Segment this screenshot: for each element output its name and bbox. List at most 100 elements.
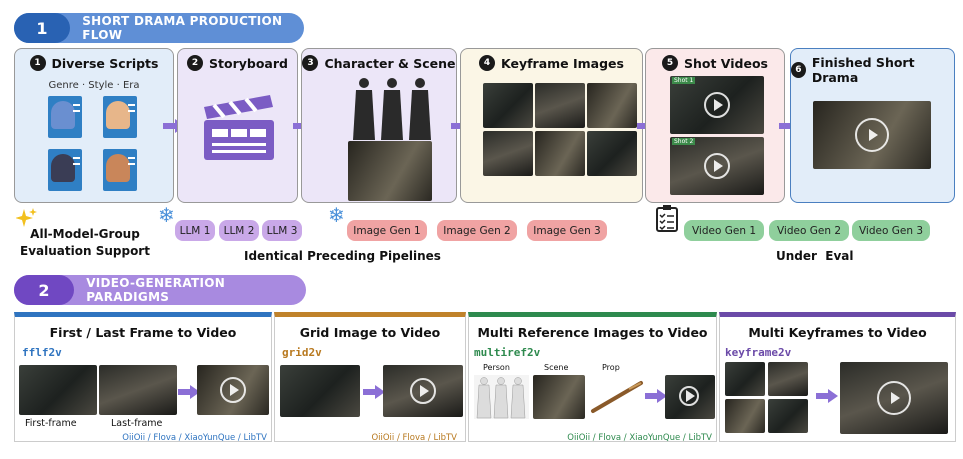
- person-reference-image: [474, 375, 529, 419]
- shot-video-thumbnail: Shot 1: [670, 76, 764, 134]
- stage-number: 2: [187, 55, 204, 71]
- output-video-thumbnail: [197, 365, 269, 415]
- clapperboard-icon: [204, 95, 274, 160]
- stage-number: 1: [29, 55, 46, 71]
- video-gen-pill: Video Gen 1: [684, 220, 764, 241]
- prop-caption: Prop: [602, 363, 620, 372]
- keyframe-image: [768, 362, 808, 396]
- output-video-thumbnail: [383, 365, 463, 417]
- paradigm-title: Grid Image to Video: [299, 325, 441, 340]
- keyframe-image: [587, 83, 637, 128]
- paradigm-card-multiref2v: Multi Reference Images to Video multiref…: [468, 312, 717, 443]
- shot-label: Shot 2: [672, 138, 696, 145]
- image-gen-pill: Image Gen 2: [437, 220, 517, 241]
- stage-diverse-scripts: 1 Diverse Scripts Genre · Style · Era: [14, 48, 174, 203]
- stage-title: Shot Videos: [683, 55, 768, 71]
- stage-title: Character & Scene: [324, 55, 456, 71]
- vendor-list: OiiOii / Flova / XiaoYunQue / LibTV: [567, 433, 712, 443]
- keyframe-image: [535, 131, 585, 176]
- first-frame-caption: First-frame: [25, 418, 77, 429]
- stage-subtitle: Genre · Style · Era: [48, 80, 140, 91]
- play-icon[interactable]: [679, 386, 699, 406]
- last-frame-caption: Last-frame: [111, 418, 163, 429]
- section1-banner: 1 SHORT DRAMA PRODUCTION FLOW: [14, 13, 304, 43]
- stage-title: Keyframe Images: [501, 55, 624, 71]
- scene-image: [348, 141, 432, 201]
- paradigm-title: Multi Keyframes to Video: [748, 325, 927, 340]
- paradigm-card-grid2v: Grid Image to Video grid2v OiiOii / Flov…: [274, 312, 466, 443]
- paradigm-title: First / Last Frame to Video: [49, 325, 237, 340]
- script-icon: [48, 149, 82, 191]
- keyframe-image: [725, 362, 765, 396]
- script-icon: [103, 149, 137, 191]
- person-caption: Person: [483, 363, 510, 372]
- keyframe-image: [587, 131, 637, 176]
- stage-keyframe-images: 4 Keyframe Images: [460, 48, 643, 203]
- shot-video-thumbnail: Shot 2: [670, 137, 764, 195]
- play-icon[interactable]: [855, 118, 889, 152]
- output-video-thumbnail: [840, 362, 948, 434]
- last-frame-image: [99, 365, 177, 415]
- stage-number: 3: [302, 55, 319, 71]
- keyframe-image: [483, 131, 533, 176]
- keyframe-image: [768, 399, 808, 433]
- paradigm-code: keyframe2v: [725, 346, 792, 359]
- identical-pipelines-label: Identical Preceding Pipelines: [244, 249, 441, 263]
- video-gen-pill: Video Gen 3: [852, 220, 930, 241]
- section2-title: VIDEO-GENERATION PARADIGMS: [86, 276, 226, 304]
- shot-label: Shot 1: [672, 77, 696, 84]
- finished-video-thumbnail: [813, 101, 931, 169]
- stage-number: 5: [661, 55, 678, 71]
- paradigm-card-keyframe2v: Multi Keyframes to Video keyframe2v: [719, 312, 956, 442]
- scene-caption: Scene: [544, 363, 569, 372]
- prop-reference-image: [591, 381, 643, 413]
- snowflake-icon: ❄: [328, 203, 345, 227]
- llm-pill: LLM 3: [262, 220, 302, 241]
- output-video-thumbnail: [665, 375, 715, 419]
- arrow-icon: [178, 385, 200, 399]
- sparkle-icon: [16, 208, 37, 227]
- character-turnaround-image: [353, 78, 431, 140]
- play-icon[interactable]: [877, 381, 911, 415]
- section2-banner: 2 VIDEO-GENERATION PARADIGMS: [14, 275, 306, 305]
- paradigm-title: Multi Reference Images to Video: [477, 325, 708, 340]
- stage-title: Diverse Scripts: [51, 55, 159, 71]
- arrow-icon: [645, 389, 667, 403]
- vendor-list: OiiOii / Flova / LibTV: [371, 433, 457, 443]
- play-icon[interactable]: [220, 377, 246, 403]
- llm-pill: LLM 2: [219, 220, 259, 241]
- keyframe-image: [725, 399, 765, 433]
- video-gen-pill: Video Gen 2: [769, 220, 849, 241]
- image-gen-pill: Image Gen 3: [527, 220, 607, 241]
- script-icon: [103, 96, 137, 138]
- clipboard-checklist-icon: [656, 205, 678, 232]
- stage-shot-videos: 5 Shot Videos Shot 1 Shot 2: [645, 48, 785, 203]
- arrow-icon: [363, 385, 385, 399]
- grid-image: [280, 365, 360, 417]
- stage-number: 4: [479, 55, 496, 71]
- paradigm-code: fflf2v: [22, 346, 62, 359]
- evaluation-support-text: All-Model-Group Evaluation Support: [20, 227, 150, 258]
- play-icon[interactable]: [704, 92, 730, 118]
- play-icon[interactable]: [410, 378, 436, 404]
- stage-character-scene: 3 Character & Scene: [301, 48, 457, 203]
- stage-title: Finished Short Drama: [811, 55, 915, 85]
- section1-number: 1: [14, 13, 71, 43]
- stage-storyboard: 2 Storyboard: [177, 48, 298, 203]
- image-gen-pill: Image Gen 1: [347, 220, 427, 241]
- llm-pill: LLM 1: [175, 220, 215, 241]
- under-eval-label: Under Eval: [776, 249, 854, 263]
- keyframe-image: [535, 83, 585, 128]
- snowflake-icon: ❄: [158, 203, 175, 227]
- play-icon[interactable]: [704, 153, 730, 179]
- paradigm-card-fflf2v: First / Last Frame to Video fflf2v First…: [14, 312, 272, 443]
- paradigm-code: grid2v: [282, 346, 322, 359]
- section1-title: SHORT DRAMA PRODUCTION FLOW: [82, 14, 283, 42]
- arrow-icon: [816, 389, 838, 403]
- stage-title: Storyboard: [209, 55, 288, 71]
- first-frame-image: [19, 365, 97, 415]
- script-icon: [48, 96, 82, 138]
- vendor-list: OiiOii / Flova / XiaoYunQue / LibTV: [122, 433, 267, 443]
- keyframe-image: [483, 83, 533, 128]
